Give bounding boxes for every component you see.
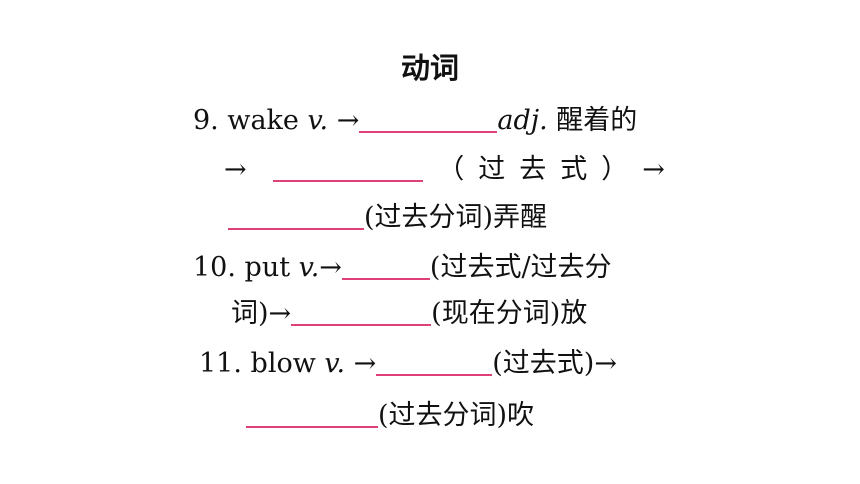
past-tense-label: （过去式）→ — [437, 154, 679, 185]
part-of-speech: v. — [290, 252, 320, 283]
item-wake-line1: 9. wake v. → adj. 醒着的 — [193, 101, 637, 141]
item-word: wake — [227, 105, 299, 136]
item-number: 9. — [193, 105, 228, 136]
arrow: → — [224, 154, 256, 185]
answer-blank-present-participle[interactable] — [291, 324, 432, 326]
answer-blank-past-participle[interactable] — [246, 426, 378, 428]
part-of-speech: v. — [298, 105, 329, 136]
item-wake-line2: → （过去式）→ — [224, 150, 679, 190]
section-title: 动词 — [400, 51, 459, 85]
adj-meaning: 醒着的 — [547, 105, 638, 136]
arrow: → — [319, 252, 342, 283]
item-number: 11. — [199, 348, 251, 379]
item-put-line1: 10. put v.→ (过去式/过去分 — [193, 248, 612, 288]
item-put-line2: 词)→ (现在分词)放 — [231, 294, 587, 334]
past-participle-label: (过去分词)吹 — [378, 400, 535, 431]
item-wake-line3: (过去分词)弄醒 — [228, 198, 547, 238]
item-word: put — [244, 252, 291, 283]
past-tense-label: (过去式)→ — [492, 348, 617, 379]
item-blow-line2: (过去分词)吹 — [246, 396, 534, 436]
answer-blank-adj[interactable] — [359, 131, 498, 133]
answer-blank-past[interactable] — [376, 374, 493, 376]
past-forms-label: (过去式/过去分 — [429, 252, 612, 283]
arrow: → — [328, 105, 360, 136]
present-participle-label: (现在分词)放 — [431, 298, 588, 329]
part-of-speech: v. — [315, 348, 346, 379]
item-word: blow — [250, 348, 316, 379]
answer-blank-past[interactable] — [273, 180, 424, 182]
past-forms-label-cont: 词)→ — [231, 298, 292, 329]
arrow: → — [345, 348, 377, 379]
adj-abbr: adj. — [497, 105, 548, 136]
item-number: 10. — [193, 252, 245, 283]
answer-blank-past[interactable] — [341, 278, 430, 280]
item-blow-line1: 11. blow v. → (过去式)→ — [199, 344, 617, 384]
answer-blank-past-participle[interactable] — [228, 228, 364, 230]
past-participle-label: (过去分词)弄醒 — [364, 202, 548, 233]
